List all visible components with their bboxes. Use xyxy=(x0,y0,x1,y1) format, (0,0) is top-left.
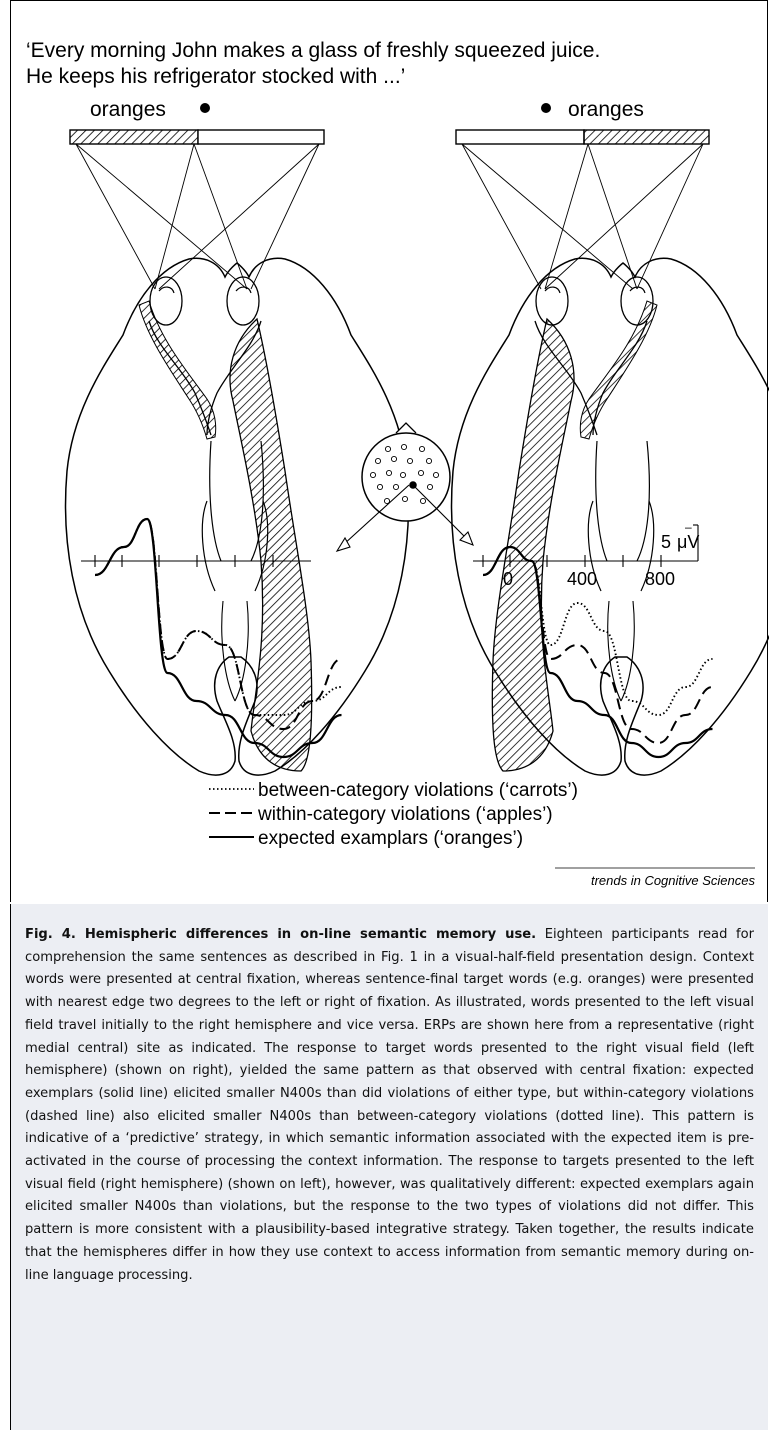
legend-label-expected: expected examplars (‘oranges’) xyxy=(258,828,523,849)
left-bar-hatched-half xyxy=(70,130,198,144)
voltage-scale-unit: μV xyxy=(677,532,699,552)
left-brain-hatched-tract xyxy=(139,301,216,439)
stimulus-sentence-line2: He keeps his refrigerator stocked with .… xyxy=(26,65,405,88)
right-target-word: oranges xyxy=(568,98,644,121)
right-projection-lines xyxy=(462,144,703,289)
right-bar-hatched-half xyxy=(584,130,709,144)
figure-illustration: ‘Every morning John makes a glass of fre… xyxy=(11,1,769,903)
right-axis-tick-800: 800 xyxy=(645,569,675,589)
right-visual-field-bar xyxy=(456,130,709,144)
left-projection-lines xyxy=(76,144,319,289)
right-brain-hatched-tract xyxy=(580,301,657,439)
legend: between-category violations (‘carrots’) … xyxy=(209,780,578,849)
left-brain-drawing xyxy=(66,258,409,775)
figure-caption: Fig. 4. Hemispheric differences in on-li… xyxy=(10,904,768,1430)
legend-label-within: within-category violations (‘apples’) xyxy=(257,804,553,825)
right-axis-tick-400: 400 xyxy=(567,569,597,589)
right-axis-tick-0: 0 xyxy=(503,569,513,589)
left-brain-hatched-pathway xyxy=(230,319,312,771)
caption-body: Eighteen participants read for comprehen… xyxy=(25,927,754,1283)
right-bar-open-half xyxy=(456,130,584,144)
caption-title: Fig. 4. Hemispheric differences in on-li… xyxy=(25,927,536,942)
right-brain-hatched-pathway xyxy=(492,319,574,771)
stimulus-sentence-line1: ‘Every morning John makes a glass of fre… xyxy=(26,39,600,62)
right-fixation-dot xyxy=(541,103,551,113)
left-bar-open-half xyxy=(198,130,324,144)
left-fixation-dot xyxy=(200,103,210,113)
left-target-word: oranges xyxy=(90,98,166,121)
left-visual-field-bar xyxy=(70,130,324,144)
journal-credit: trends in Cognitive Sciences xyxy=(591,873,756,888)
figure-panel: ‘Every morning John makes a glass of fre… xyxy=(10,0,768,902)
voltage-scale-value: 5 xyxy=(661,532,671,552)
legend-label-between: between-category violations (‘carrots’) xyxy=(258,780,578,801)
